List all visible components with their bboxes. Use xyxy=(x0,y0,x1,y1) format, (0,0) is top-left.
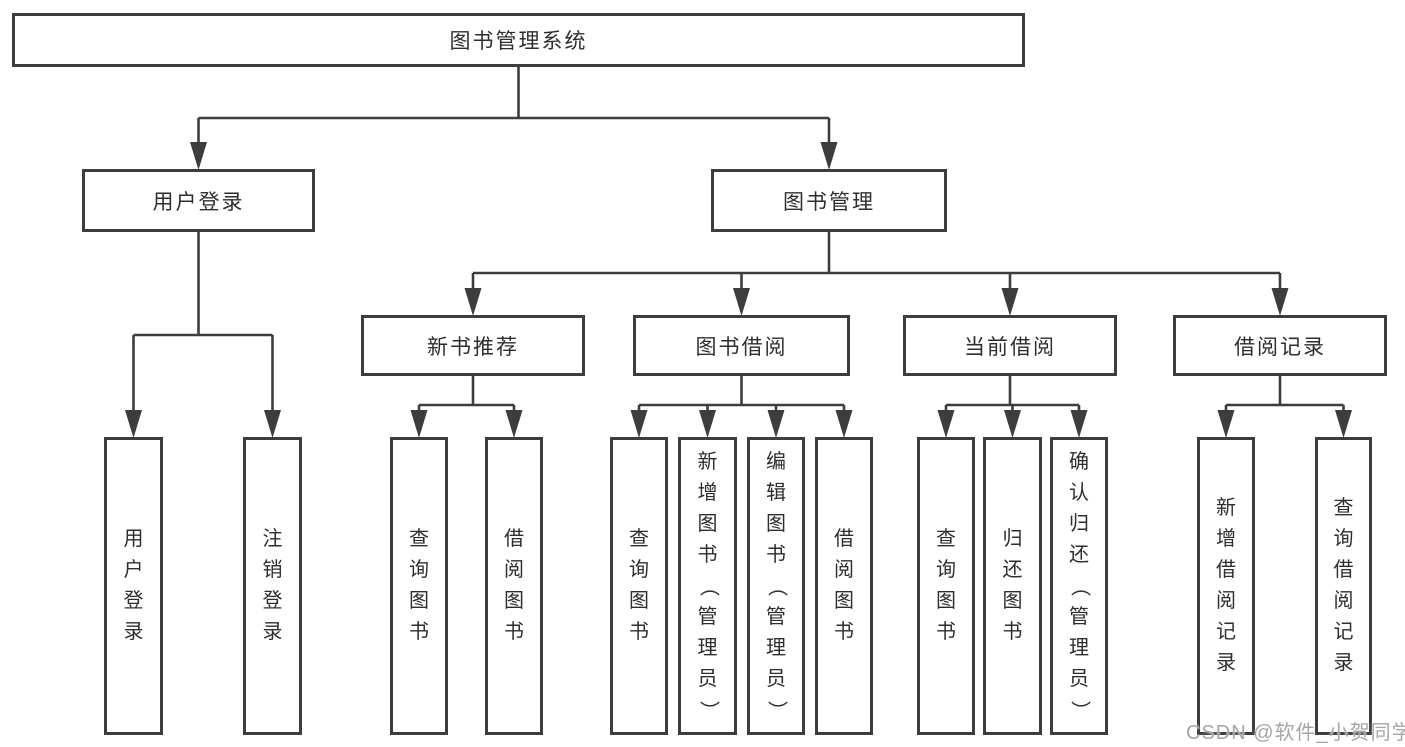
node-label: 确认归还（管理员） xyxy=(1068,450,1091,721)
diagram-node-logout-op: 注销登录 xyxy=(243,437,302,735)
diagram-node-login-op: 用户登录 xyxy=(104,437,163,735)
node-label: 查询借阅记录 xyxy=(1333,497,1354,674)
diagram-node-bb-edit: 编辑图书（管理员） xyxy=(747,437,805,735)
diagram-node-br-query: 查询借阅记录 xyxy=(1315,437,1372,735)
diagram-node-bb-borrow: 借阅图书 xyxy=(815,437,873,735)
node-label: 新书推荐 xyxy=(427,335,519,359)
node-label: 新增借阅记录 xyxy=(1216,497,1236,674)
diagram-node-book-mgmt: 图书管理 xyxy=(711,169,947,232)
diagram-node-cb-query: 查询图书 xyxy=(917,437,975,735)
diagram-node-nb-query: 查询图书 xyxy=(390,437,448,735)
diagram-node-br-add: 新增借阅记录 xyxy=(1197,437,1255,735)
node-label: 查询图书 xyxy=(409,528,429,643)
node-label: 借阅图书 xyxy=(834,528,854,643)
node-label: 编辑图书（管理员） xyxy=(765,450,788,721)
diagram-node-borrow-records: 借阅记录 xyxy=(1173,315,1387,376)
diagram-node-new-books: 新书推荐 xyxy=(361,315,585,376)
node-label: 图书借阅 xyxy=(695,335,788,359)
diagram-node-bb-add: 新增图书（管理员） xyxy=(678,437,737,735)
diagram-node-root: 图书管理系统 xyxy=(12,13,1025,67)
node-label: 查询图书 xyxy=(936,528,956,643)
diagram-node-nb-borrow: 借阅图书 xyxy=(485,437,543,735)
node-label: 用户登录 xyxy=(123,528,144,643)
node-label: 归还图书 xyxy=(1002,528,1023,643)
diagram-node-book-borrow: 图书借阅 xyxy=(633,315,850,376)
diagram-node-user-login: 用户登录 xyxy=(82,169,315,232)
node-label: 借阅记录 xyxy=(1234,335,1326,359)
node-label: 图书管理 xyxy=(783,190,875,214)
diagram-node-cb-confirm: 确认归还（管理员） xyxy=(1050,437,1108,735)
node-label: 注销登录 xyxy=(262,528,283,643)
node-label: 当前借阅 xyxy=(964,335,1056,359)
node-label: 用户登录 xyxy=(152,190,245,214)
diagram-node-cb-return: 归还图书 xyxy=(983,437,1042,735)
node-label: 查询图书 xyxy=(629,528,649,643)
diagram-node-bb-query: 查询图书 xyxy=(610,437,668,735)
node-label: 借阅图书 xyxy=(504,528,524,643)
node-label: 图书管理系统 xyxy=(449,30,588,53)
watermark: CSDN @软件_小贺同学 xyxy=(1186,722,1405,744)
diagram-node-current-borrow: 当前借阅 xyxy=(903,315,1117,376)
node-label: 新增图书（管理员） xyxy=(697,450,719,721)
